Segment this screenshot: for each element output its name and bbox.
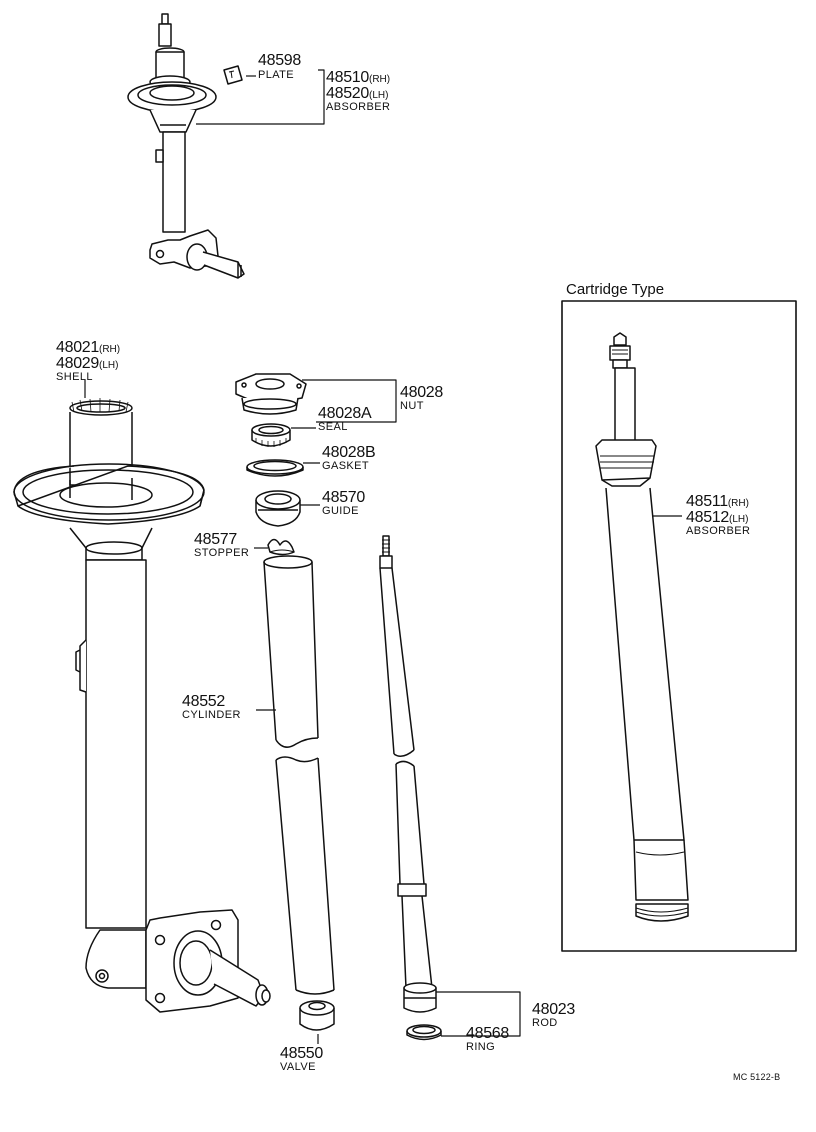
ring-label: 48568 RING (466, 1026, 509, 1053)
shell-rh-suffix: (RH) (99, 344, 121, 355)
cylinder-label: 48552 CYLINDER (182, 694, 241, 721)
nut-part-number: 48028 (400, 384, 443, 401)
stopper-description: STOPPER (194, 547, 250, 559)
nut-part (235, 373, 307, 415)
stopper-part (267, 538, 295, 556)
nut-description: NUT (400, 400, 424, 412)
valve-part (299, 1000, 335, 1031)
cartridge-absorber-part (595, 332, 689, 922)
stopper-part-number: 48577 (194, 531, 237, 548)
top-absorber-rh-number: 48510 (326, 69, 369, 86)
cartridge-absorber-description: ABSORBER (686, 525, 751, 537)
seal-label: 48028A SEAL (318, 405, 372, 433)
rod-part (379, 535, 437, 1013)
gasket-description: GASKET (322, 460, 370, 472)
top-absorber-leader (196, 69, 325, 125)
guide-description: GUIDE (322, 505, 359, 517)
shell-lh-number: 48029 (56, 355, 99, 372)
ring-description: RING (466, 1041, 496, 1053)
cylinder-part-number: 48552 (182, 693, 225, 710)
rod-description: ROD (532, 1017, 558, 1029)
top-strut-assembly (127, 13, 245, 279)
stopper-label: 48577 STOPPER (194, 532, 249, 559)
cartridge-absorber-lh-suffix: (LH) (729, 514, 749, 525)
seal-description: SEAL (318, 421, 348, 433)
guide-part-number: 48570 (322, 489, 365, 506)
nut-label: 48028 NUT (400, 385, 443, 412)
plate-part (223, 65, 243, 85)
shell-lh-suffix: (LH) (99, 360, 119, 371)
shell-part (13, 398, 271, 1013)
gasket-part (246, 459, 304, 477)
valve-part-number: 48550 (280, 1045, 323, 1062)
cartridge-frame (561, 300, 797, 952)
valve-description: VALVE (280, 1061, 316, 1073)
plate-label: 48598 PLATE (258, 53, 301, 81)
seal-part (251, 423, 291, 447)
gasket-part-number: 48028B (322, 444, 376, 461)
plate-description: PLATE (258, 69, 295, 81)
cylinder-part (263, 555, 335, 995)
seal-part-number: 48028A (318, 405, 372, 422)
leader-lines (84, 379, 521, 1044)
shell-rh-number: 48021 (56, 339, 99, 356)
rod-label: 48023 ROD (532, 1002, 575, 1029)
rod-part-number: 48023 (532, 1001, 575, 1018)
plate-part-number: 48598 (258, 52, 301, 69)
gasket-label: 48028B GASKET (322, 444, 376, 472)
top-absorber-label: 48510(RH) 48520(LH) ABSORBER (326, 70, 390, 113)
shell-description: SHELL (56, 371, 93, 383)
ring-part (406, 1024, 442, 1041)
cartridge-absorber-lh-number: 48512 (686, 509, 729, 526)
cartridge-absorber-rh-number: 48511 (686, 493, 728, 510)
top-absorber-lh-number: 48520 (326, 85, 369, 102)
cartridge-title: Cartridge Type (566, 281, 665, 298)
cylinder-description: CYLINDER (182, 709, 241, 721)
ring-part-number: 48568 (466, 1025, 509, 1042)
guide-part (255, 490, 301, 527)
top-absorber-lh-suffix: (LH) (369, 90, 389, 101)
top-absorber-description: ABSORBER (326, 101, 391, 113)
guide-label: 48570 GUIDE (322, 490, 365, 517)
shell-label: 48021(RH) 48029(LH) SHELL (56, 340, 120, 383)
figure-code: MC 5122-B (733, 1072, 781, 1082)
cartridge-absorber-label: 48511(RH) 48512(LH) ABSORBER (686, 494, 750, 537)
top-absorber-rh-suffix: (RH) (369, 74, 391, 85)
cartridge-absorber-rh-suffix: (RH) (727, 498, 749, 509)
valve-label: 48550 VALVE (280, 1046, 323, 1073)
